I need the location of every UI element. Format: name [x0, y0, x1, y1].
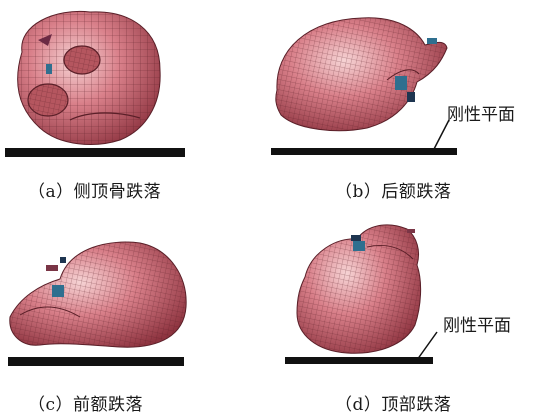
panel-d: 刚性平面 （d）顶部跌落 [267, 207, 533, 413]
plane-label-b: 刚性平面 [447, 100, 515, 125]
rigid-plane-c [8, 357, 184, 366]
panel-c-figure [0, 207, 266, 413]
caption-b: （b）后额跌落 [335, 177, 451, 202]
panel-b: 刚性平面 （b）后额跌落 [267, 0, 533, 206]
skull-model-a [18, 11, 160, 144]
caption-c: （c）前额跌落 [28, 390, 143, 415]
panel-d-figure [267, 207, 533, 413]
panel-c: （c）前额跌落 [0, 207, 266, 413]
skull-model-c [10, 242, 186, 347]
rigid-plane-a [5, 148, 185, 157]
panel-a: （a）侧顶骨跌落 [0, 0, 266, 206]
plane-pointer-d [417, 332, 437, 360]
skull-model-b [276, 18, 447, 131]
panel-a-figure [0, 0, 266, 206]
caption-d: （d）顶部跌落 [335, 390, 451, 415]
rigid-plane-b [271, 148, 457, 155]
skull-model-d [297, 225, 421, 353]
rigid-plane-d [285, 357, 433, 364]
caption-a: （a）侧顶骨跌落 [28, 177, 161, 202]
plane-label-d: 刚性平面 [443, 311, 511, 336]
